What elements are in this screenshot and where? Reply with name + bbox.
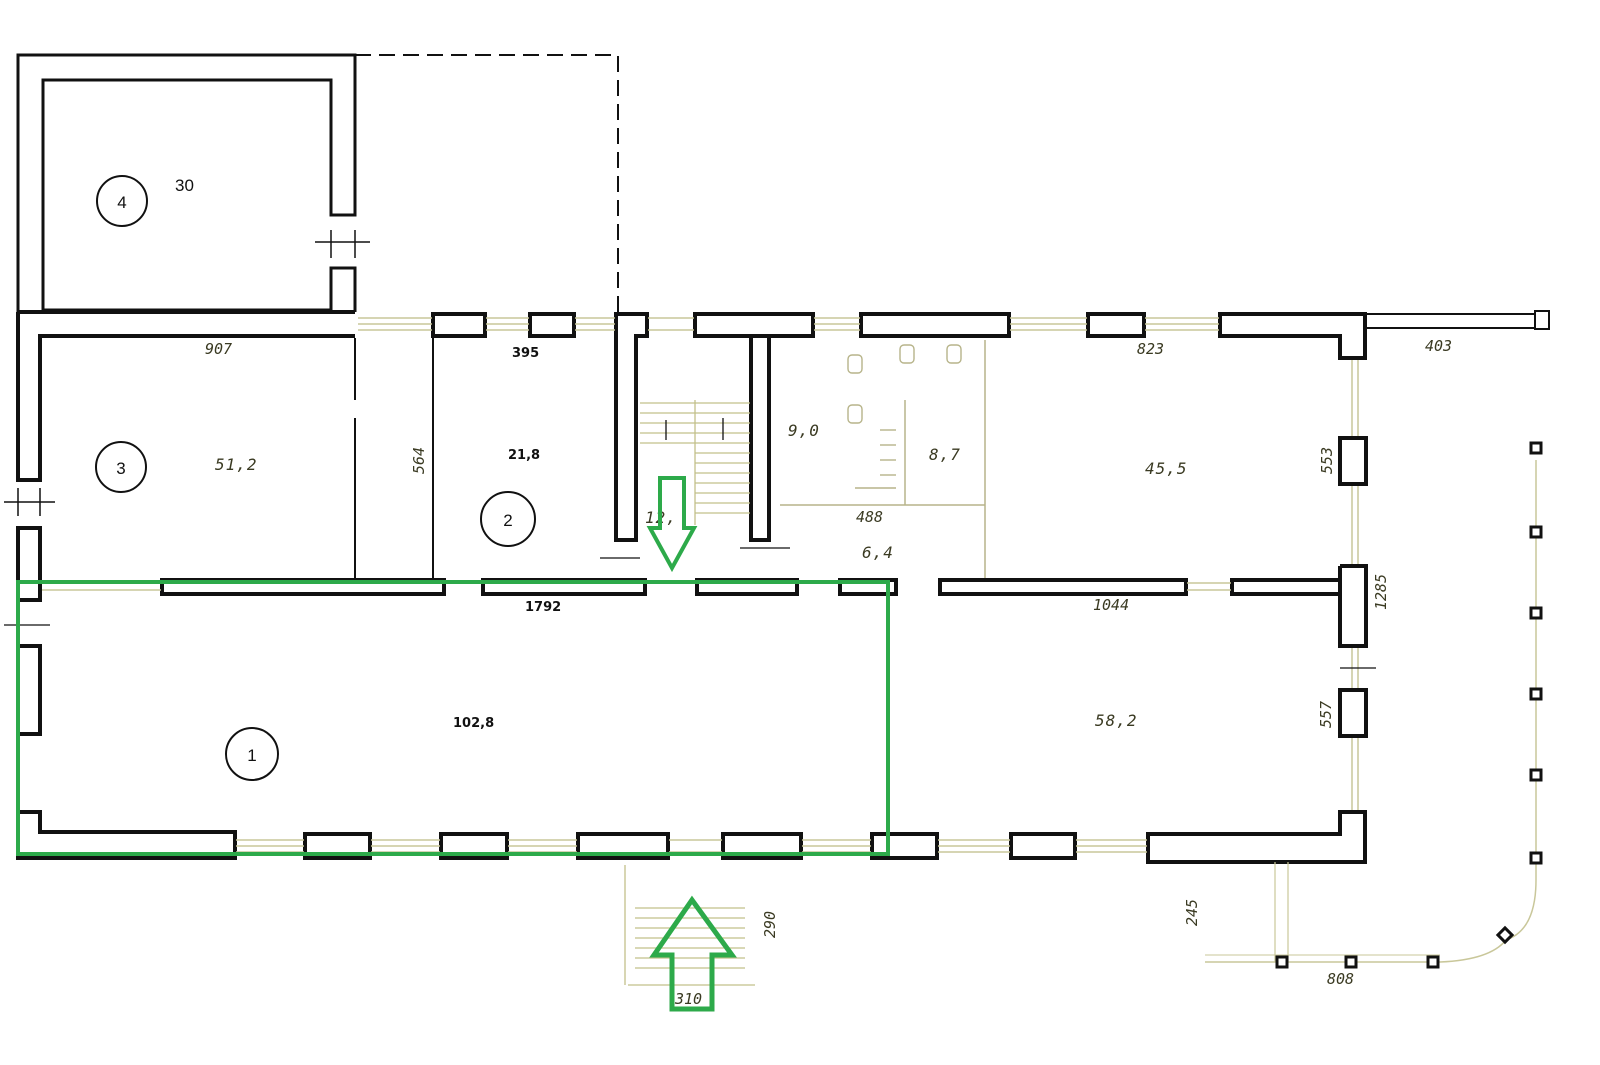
room4-area: 30 — [175, 176, 194, 195]
interior-walls — [354, 312, 986, 578]
wc-fixtures — [847, 344, 962, 489]
entrance-arrow-down-icon — [646, 476, 698, 573]
dim-488: 488 — [856, 508, 883, 526]
dim-403: 403 — [1425, 337, 1452, 355]
dim-245: 245 — [1183, 899, 1201, 926]
dim-1792: 1792 — [525, 600, 561, 615]
dim-564: 564 — [410, 447, 428, 474]
hall-area: 58,2 — [1095, 711, 1138, 730]
room-marker-3: 3 — [95, 441, 147, 493]
room-marker-2: 2 — [480, 491, 536, 547]
room3-area: 51,2 — [215, 455, 258, 474]
room4-number: 4 — [117, 193, 126, 212]
room2-area: 21,8 — [508, 448, 540, 463]
corridor-area: 6,4 — [862, 543, 894, 562]
dim-808: 808 — [1327, 970, 1354, 988]
door-marks — [4, 547, 1376, 669]
room-marker-4: 4 — [96, 175, 148, 227]
dim-395: 395 — [512, 346, 539, 361]
room1-number: 1 — [247, 746, 256, 765]
east-room-area: 45,5 — [1145, 459, 1188, 478]
dim-823: 823 — [1137, 340, 1164, 358]
dim-553: 553 — [1318, 447, 1336, 474]
dim-1044: 1044 — [1093, 596, 1129, 614]
dim-310: 310 — [674, 990, 702, 1008]
room2-number: 2 — [503, 511, 512, 530]
windows — [42, 317, 1359, 853]
interior-stair — [640, 400, 750, 525]
room-marker-1: 1 — [225, 727, 279, 781]
dim-1285: 1285 — [1372, 574, 1390, 610]
exterior-stair — [624, 865, 755, 986]
wc-a-area: 9,0 — [788, 421, 820, 440]
wc-b-area: 8,7 — [929, 445, 961, 464]
dim-290: 290 — [761, 911, 779, 938]
west-door-mark — [4, 488, 55, 516]
entrance-arrow-up-icon — [649, 895, 737, 1012]
room4-walls — [16, 53, 370, 312]
room1-area: 102,8 — [453, 716, 494, 731]
portico — [1205, 441, 1543, 969]
dashed-annex-outline — [355, 54, 619, 312]
dim-557: 557 — [1317, 701, 1335, 728]
outer-walls — [16, 310, 1550, 864]
dim-907: 907 — [205, 340, 232, 358]
highlight-selection-frame — [16, 580, 890, 856]
room3-number: 3 — [116, 459, 125, 478]
